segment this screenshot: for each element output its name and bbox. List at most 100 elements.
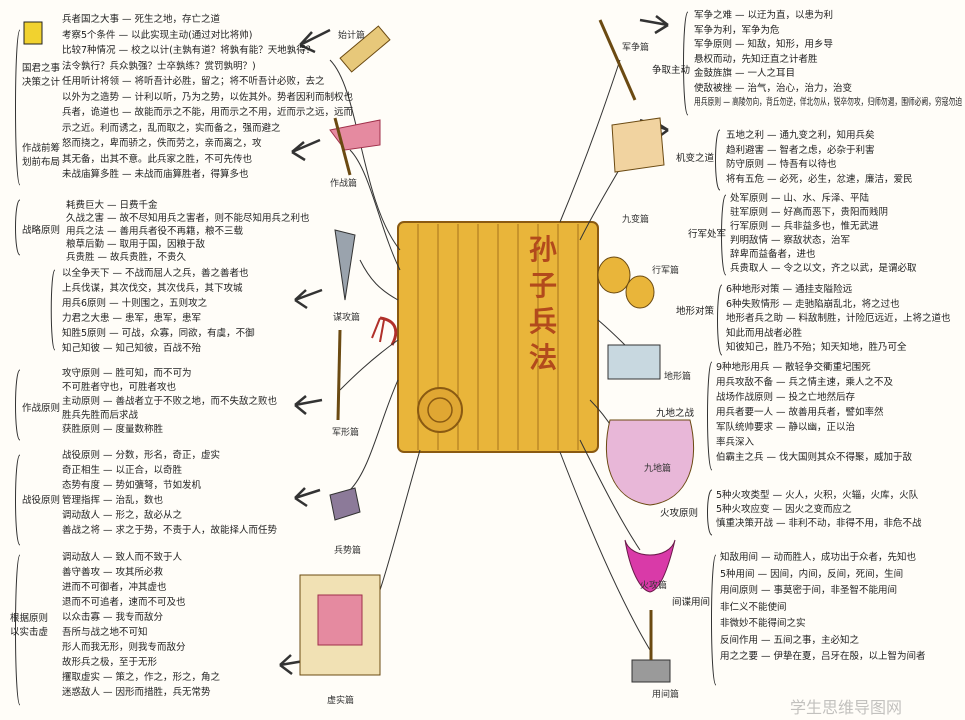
xushi-line-0: 调动敌人 — 致人而不致于人 [62, 552, 183, 563]
mougong-line-0: 以全争天下 — 不战而屈人之兵，善之善者也 [62, 268, 249, 279]
xushi-line-1: 善守善攻 — 攻其所必救 [62, 567, 164, 578]
chapter-label-ji: 始计篇 [338, 31, 366, 41]
huogong-cat-1: 火攻原则 [660, 508, 699, 519]
dixing-line-1: 6种失败情形 — 走驰陷崩乱北，将之过也 [726, 298, 900, 310]
ji-line-4: 任用听计将领 — 将听吾计必胜，留之；将不听吾计必败，去之 [62, 76, 325, 87]
dixing-line-0: 6种地形对策 — 通挂支隘险远 [726, 284, 853, 295]
yongjian-line-6: 用之之要 — 伊挚在夏，吕牙在殷，以上智为间者 [720, 651, 926, 662]
zuozhan-line-3: 粮草后勤 — 取用于国，因粮于敌 [66, 239, 206, 250]
huogong-line-0: 5种火攻类型 — 火人，火积，火辎，火库，火队 [716, 490, 919, 501]
watermark: 学生思维导图网 [790, 698, 903, 717]
chapter-illustrations [23, 19, 695, 683]
dixing-line-4: 知彼知己，胜乃不殆；知天知地，胜乃可全 [726, 342, 907, 353]
junzheng-line-3: 悬权而动，先知迂直之计者胜 [694, 53, 818, 65]
zuozhan-cat-1: 战略原则 [22, 225, 61, 236]
junzheng-line-6: 用兵原则 — 高陵勿向，背丘勿逆，佯北勿从，锐卒勿攻，归师勿遏，围师必阙，穷寇勿… [694, 97, 963, 108]
xushi-line-8: 攫取虚实 — 策之，作之，形之，角之 [62, 672, 221, 683]
jiudi-line-6: 伯霸主之兵 — 伐大国则其众不得聚，威加于敌 [716, 452, 913, 463]
huogong-line-1: 5种火攻应变 — 因火之变而应之 [716, 504, 852, 515]
junzheng-line-5: 使敌被挫 — 治气，治心，治力，治变 [694, 82, 853, 94]
junzheng-line-2: 军争原则 — 知敌，知形，用乡导 [694, 39, 834, 50]
ji-line-1: 考察5个条件 — 以此实现主动(通过对比将帅) [62, 29, 253, 41]
yongjian-line-5: 反间作用 — 五间之事，主必知之 [720, 634, 860, 646]
xing-line-1: 不可胜者守也，可胜者攻也 [62, 382, 177, 393]
ji-line-6: 兵者，诡道也 — 故能而示之不能，用而示之不用，近而示之远，远而 [62, 107, 354, 118]
shi-line-4: 调动敌人 — 形之，敌必从之 [62, 510, 183, 521]
junzheng-cat-1: 争取主动 [652, 65, 691, 76]
ji-line-10: 未战庙算多胜 — 未战而庙算胜者，得算多也 [62, 169, 249, 180]
shi-cat-1: 战役原则 [22, 495, 61, 506]
chapter-label-xushi: 虚实篇 [327, 696, 355, 706]
xingjun-line-3: 判明敌情 — 察敌状态，治军 [730, 235, 851, 246]
yongjian-line-3: 非仁义不能使间 [720, 601, 787, 613]
mougong-line-4: 知胜5原则 — 可战，众寡，同欲，有虞，不御 [62, 328, 255, 339]
xingjun-line-2: 行军原则 — 兵非益多也，惟无武进 [730, 221, 879, 232]
yongjian-line-4: 非微妙不能得间之实 [720, 618, 806, 629]
chapter-label-yongjian: 用间篇 [652, 690, 680, 700]
junzheng-line-0: 军争之难 — 以迂为直，以患为利 [694, 10, 834, 21]
xingjun-line-5: 兵贵取人 — 令之以文，齐之以武，是谓必取 [730, 263, 917, 274]
zuozhan-line-2: 用兵之法 — 善用兵者役不再籍，粮不三载 [66, 226, 244, 237]
huogong-line-2: 慎重决策开战 — 非利不动，非得不用，非危不战 [716, 518, 922, 529]
branch-lines [15, 11, 727, 706]
xushi-line-4: 以众击寡 — 我专而敌分 [62, 612, 164, 623]
jiubian-line-0: 五地之利 — 通九变之利，知用兵矣 [726, 130, 875, 141]
xingjun-line-0: 处军原则 — 山、水、斥泽、平陆 [730, 193, 870, 204]
ji-line-8: 怒而挠之，卑而骄之，佚而劳之，亲而离之，攻 [62, 138, 262, 149]
xing-cat-1: 作战原则 [22, 403, 61, 414]
xing-line-0: 攻守原则 — 胜可知，而不可为 [62, 368, 192, 379]
chapter-label-xingjun: 行军篇 [652, 266, 680, 276]
jiudi-line-1: 用兵攻敌不备 — 兵之情主速，乘人之不及 [716, 377, 894, 388]
dixing-line-2: 地形者兵之助 — 料敌制胜，计险厄远近，上将之道也 [726, 313, 951, 324]
xushi-line-2: 进而不可御者，冲其虚也 [62, 582, 167, 593]
mougong-line-2: 用兵6原则 — 十则围之，五则攻之 [62, 298, 208, 309]
chapter-label-junzheng: 军争篇 [622, 43, 650, 53]
xushi-line-9: 迷惑敌人 — 因形而措胜，兵无常势 [62, 687, 211, 698]
chapter-label-xing: 军形篇 [332, 428, 360, 438]
jiubian-cat-1: 机变之道 [676, 153, 715, 164]
chapter-label-zuozhan: 作战篇 [330, 179, 358, 189]
zuozhan-line-1: 久战之害 — 故不尽知用兵之害者，则不能尽知用兵之利也 [66, 213, 310, 224]
junzheng-line-4: 金鼓旌旗 — 一人之耳目 [694, 68, 796, 79]
zuozhan-line-0: 耗费巨大 — 日费千金 [66, 200, 158, 211]
jiudi-cat-1: 九地之战 [656, 408, 695, 419]
xing-line-4: 获胜原则 — 度量数称胜 [62, 424, 164, 435]
xushi-cat-1: 根据原则 以实击虚 [10, 613, 49, 638]
chapter-label-mougong: 谋攻篇 [333, 313, 361, 323]
mougong-line-5: 知己知彼 — 知己知彼，百战不殆 [62, 343, 202, 354]
yongjian-line-1: 5种用间 — 因间，内间，反间，死间，生间 [720, 568, 904, 580]
ji-cat-2: 作战前筹 划前布局 [22, 143, 61, 168]
chapter-label-jiubian: 九变篇 [622, 215, 650, 225]
central-scroll-illustration [371, 221, 599, 453]
dixing-line-3: 知此而用战者必胜 [726, 327, 803, 339]
shi-line-0: 战役原则 — 分数，形名，奇正，虚实 [62, 450, 221, 461]
xushi-line-5: 吾所与战之地不可知 [62, 627, 148, 638]
jiudi-line-5: 率兵深入 [716, 437, 755, 448]
jiubian-line-1: 趋利避害 — 智者之虑，必杂于利害 [726, 144, 875, 156]
chapter-label-jiudi: 九地篇 [644, 464, 672, 474]
ji-line-7: 示之近。利而诱之，乱而取之，实而备之，强而避之 [62, 122, 281, 134]
mougong-line-3: 力君之大患 — 患军，患军，患军 [62, 313, 202, 324]
ji-line-2: 比较7种情况 — 校之以计(主孰有道？将孰有能？天地孰得？ [62, 45, 316, 56]
shi-line-2: 态势有度 — 势如彍弩，节如发机 [62, 480, 202, 491]
jiudi-line-0: 9种地形用兵 — 散轻争交衢重圮围死 [716, 362, 871, 373]
xushi-line-7: 故形兵之极，至于无形 [62, 657, 158, 668]
yongjian-line-2: 用间原则 — 事莫密于间，非圣智不能用间 [720, 585, 898, 596]
junzheng-line-1: 军争为利，军争为危 [694, 24, 780, 36]
shi-line-1: 奇正相生 — 以正合，以奇胜 [62, 465, 183, 476]
xushi-line-6: 形人而我无形，则我专而敌分 [62, 642, 186, 653]
jiubian-line-3: 将有五危 — 必死，必生，忿速，廉洁，爱民 [726, 173, 913, 185]
xingjun-cat-1: 行军处军 [688, 229, 727, 240]
ji-line-5: 以外为之造势 — 计利以听，乃为之势，以佐其外。势者因利而制权也 [62, 91, 354, 103]
shi-line-3: 管理指挥 — 治乱，数也 [62, 495, 164, 506]
page-title: 孙子兵法 [528, 233, 557, 374]
yongjian-line-0: 知敌用间 — 动而胜人，成功出于众者，先知也 [720, 552, 917, 563]
jiudi-line-3: 用兵者要一人 — 故善用兵者，譬如率然 [716, 407, 884, 418]
chapter-label-dixing: 地形篇 [664, 372, 692, 382]
ji-line-3: 法令孰行？兵众孰强？士卒孰练？赏罚孰明？) [62, 60, 256, 72]
ji-line-0: 兵者国之大事 — 死生之地，存亡之道 [62, 14, 221, 25]
mougong-line-1: 上兵伐谋，其次伐交，其次伐兵，其下攻城 [62, 283, 243, 294]
shi-line-5: 善战之将 — 求之于势，不责于人，故能择人而任势 [62, 525, 278, 536]
jiudi-line-4: 军队统帅要求 — 静以幽，正以治 [716, 422, 856, 433]
xushi-line-3: 退而不可追者，速而不可及也 [62, 597, 186, 608]
